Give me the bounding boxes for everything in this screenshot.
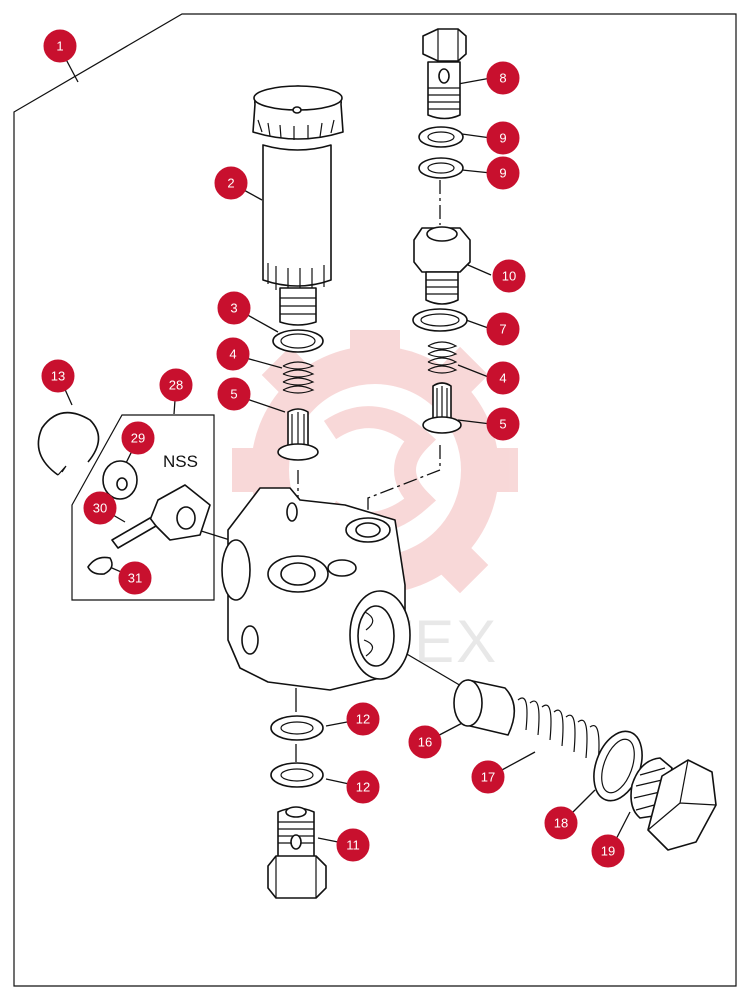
large-spring-part xyxy=(517,697,600,766)
callout-19[interactable]: 19 xyxy=(591,834,625,868)
callout-12-lower[interactable]: 12 xyxy=(346,770,380,804)
callout-28[interactable]: 28 xyxy=(159,368,193,402)
hex-fitting-part xyxy=(413,226,471,305)
callout-10[interactable]: 10 xyxy=(492,259,526,293)
callout-16[interactable]: 16 xyxy=(408,725,442,759)
pump-body-part xyxy=(221,487,411,691)
washer-part-upper xyxy=(418,126,464,148)
washer-part-lower xyxy=(418,157,464,179)
valve-part-left xyxy=(277,408,319,461)
callout-30[interactable]: 30 xyxy=(83,491,117,525)
callout-13[interactable]: 13 xyxy=(41,359,75,393)
callout-12-upper[interactable]: 12 xyxy=(346,702,380,736)
lower-bolt-part xyxy=(267,806,327,899)
callout-18[interactable]: 18 xyxy=(544,806,578,840)
valve-part-right xyxy=(422,382,462,434)
callout-9-upper[interactable]: 9 xyxy=(486,121,520,155)
callout-31[interactable]: 31 xyxy=(118,561,152,595)
callout-11[interactable]: 11 xyxy=(336,828,370,862)
nss-inset: NSS xyxy=(71,414,215,601)
priming-pump-part xyxy=(252,85,344,326)
lever-part xyxy=(87,460,211,575)
callout-17[interactable]: 17 xyxy=(471,760,505,794)
spring-part-right xyxy=(427,341,458,374)
callout-8[interactable]: 8 xyxy=(486,61,520,95)
callout-4-left[interactable]: 4 xyxy=(216,337,250,371)
gasket-part-lower xyxy=(270,762,324,788)
assembly-frame xyxy=(13,13,737,987)
nss-label: NSS xyxy=(163,452,198,471)
callout-4-right[interactable]: 4 xyxy=(486,361,520,395)
callouts: 1 2 3 4 5 8 9 9 10 7 4 5 13 28 29 30 31 … xyxy=(41,29,625,868)
callout-7[interactable]: 7 xyxy=(486,312,520,346)
callout-5-right[interactable]: 5 xyxy=(486,407,520,441)
banjo-bolt-part xyxy=(422,28,467,120)
gasket-part-upper xyxy=(270,715,324,741)
callout-9-lower[interactable]: 9 xyxy=(486,156,520,190)
callout-1[interactable]: 1 xyxy=(43,29,77,63)
callout-2[interactable]: 2 xyxy=(214,166,248,200)
gasket-ring-part xyxy=(272,329,324,353)
snap-ring-part xyxy=(37,411,100,476)
callout-3[interactable]: 3 xyxy=(217,291,251,325)
spring-part-left xyxy=(282,361,315,394)
callout-29[interactable]: 29 xyxy=(121,421,155,455)
piston-part xyxy=(453,679,516,736)
callout-5-left[interactable]: 5 xyxy=(217,377,251,411)
o-ring-part xyxy=(412,308,468,332)
plug-bolt-part xyxy=(630,757,717,851)
